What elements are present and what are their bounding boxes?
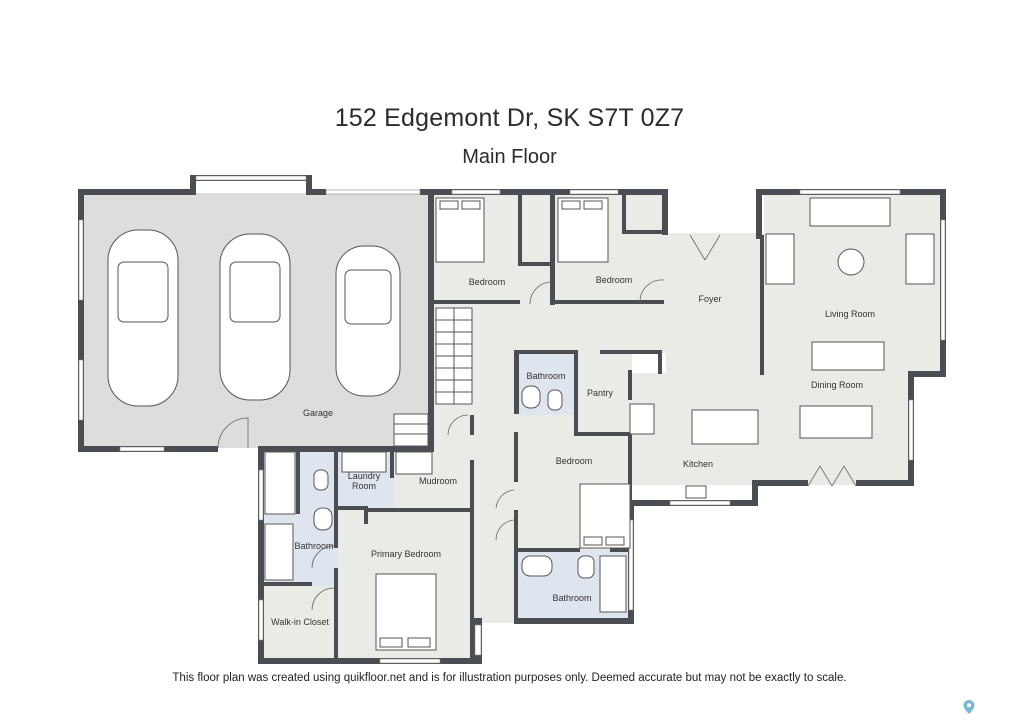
room-label-bathroom-ensuite: Bathroom (294, 541, 333, 551)
room-label-bathroom-hall: Bathroom (526, 371, 565, 381)
room-label-kitchen: Kitchen (683, 459, 713, 469)
disclaimer-text: This floor plan was created using quikfl… (172, 672, 847, 684)
room-label-laundry-line2: Room (352, 481, 376, 491)
room-label-garage: Garage (303, 408, 333, 418)
room-label-bedroom3: Bedroom (556, 456, 593, 466)
room-label-pantry: Pantry (587, 388, 614, 398)
door-swings (217, 234, 857, 611)
location-pin-icon (963, 700, 975, 714)
page-title: 152 Edgemont Dr, SK S7T 0Z7 (334, 104, 685, 132)
room-label-living: Living Room (825, 309, 875, 319)
garage-cars (107, 229, 401, 407)
room-label-laundry-line1: Laundry (348, 471, 381, 481)
room-label-walkin: Walk-in Closet (271, 617, 329, 627)
walkin-floor (262, 586, 338, 660)
room-label-dining: Dining Room (811, 380, 863, 390)
room-label-bathroom-lower: Bathroom (552, 593, 591, 603)
room-label-foyer: Foyer (698, 294, 721, 304)
room-label-bedroom2: Bedroom (596, 275, 633, 285)
room-label-bedroom1: Bedroom (469, 277, 506, 287)
windows (78, 175, 946, 664)
floor-subtitle: Main Floor (462, 146, 557, 168)
furniture (264, 197, 935, 651)
interior-walls (262, 193, 764, 660)
room-label-mudroom: Mudroom (419, 476, 457, 486)
room-label-primary-bedroom: Primary Bedroom (371, 549, 441, 559)
staircase (393, 307, 473, 447)
